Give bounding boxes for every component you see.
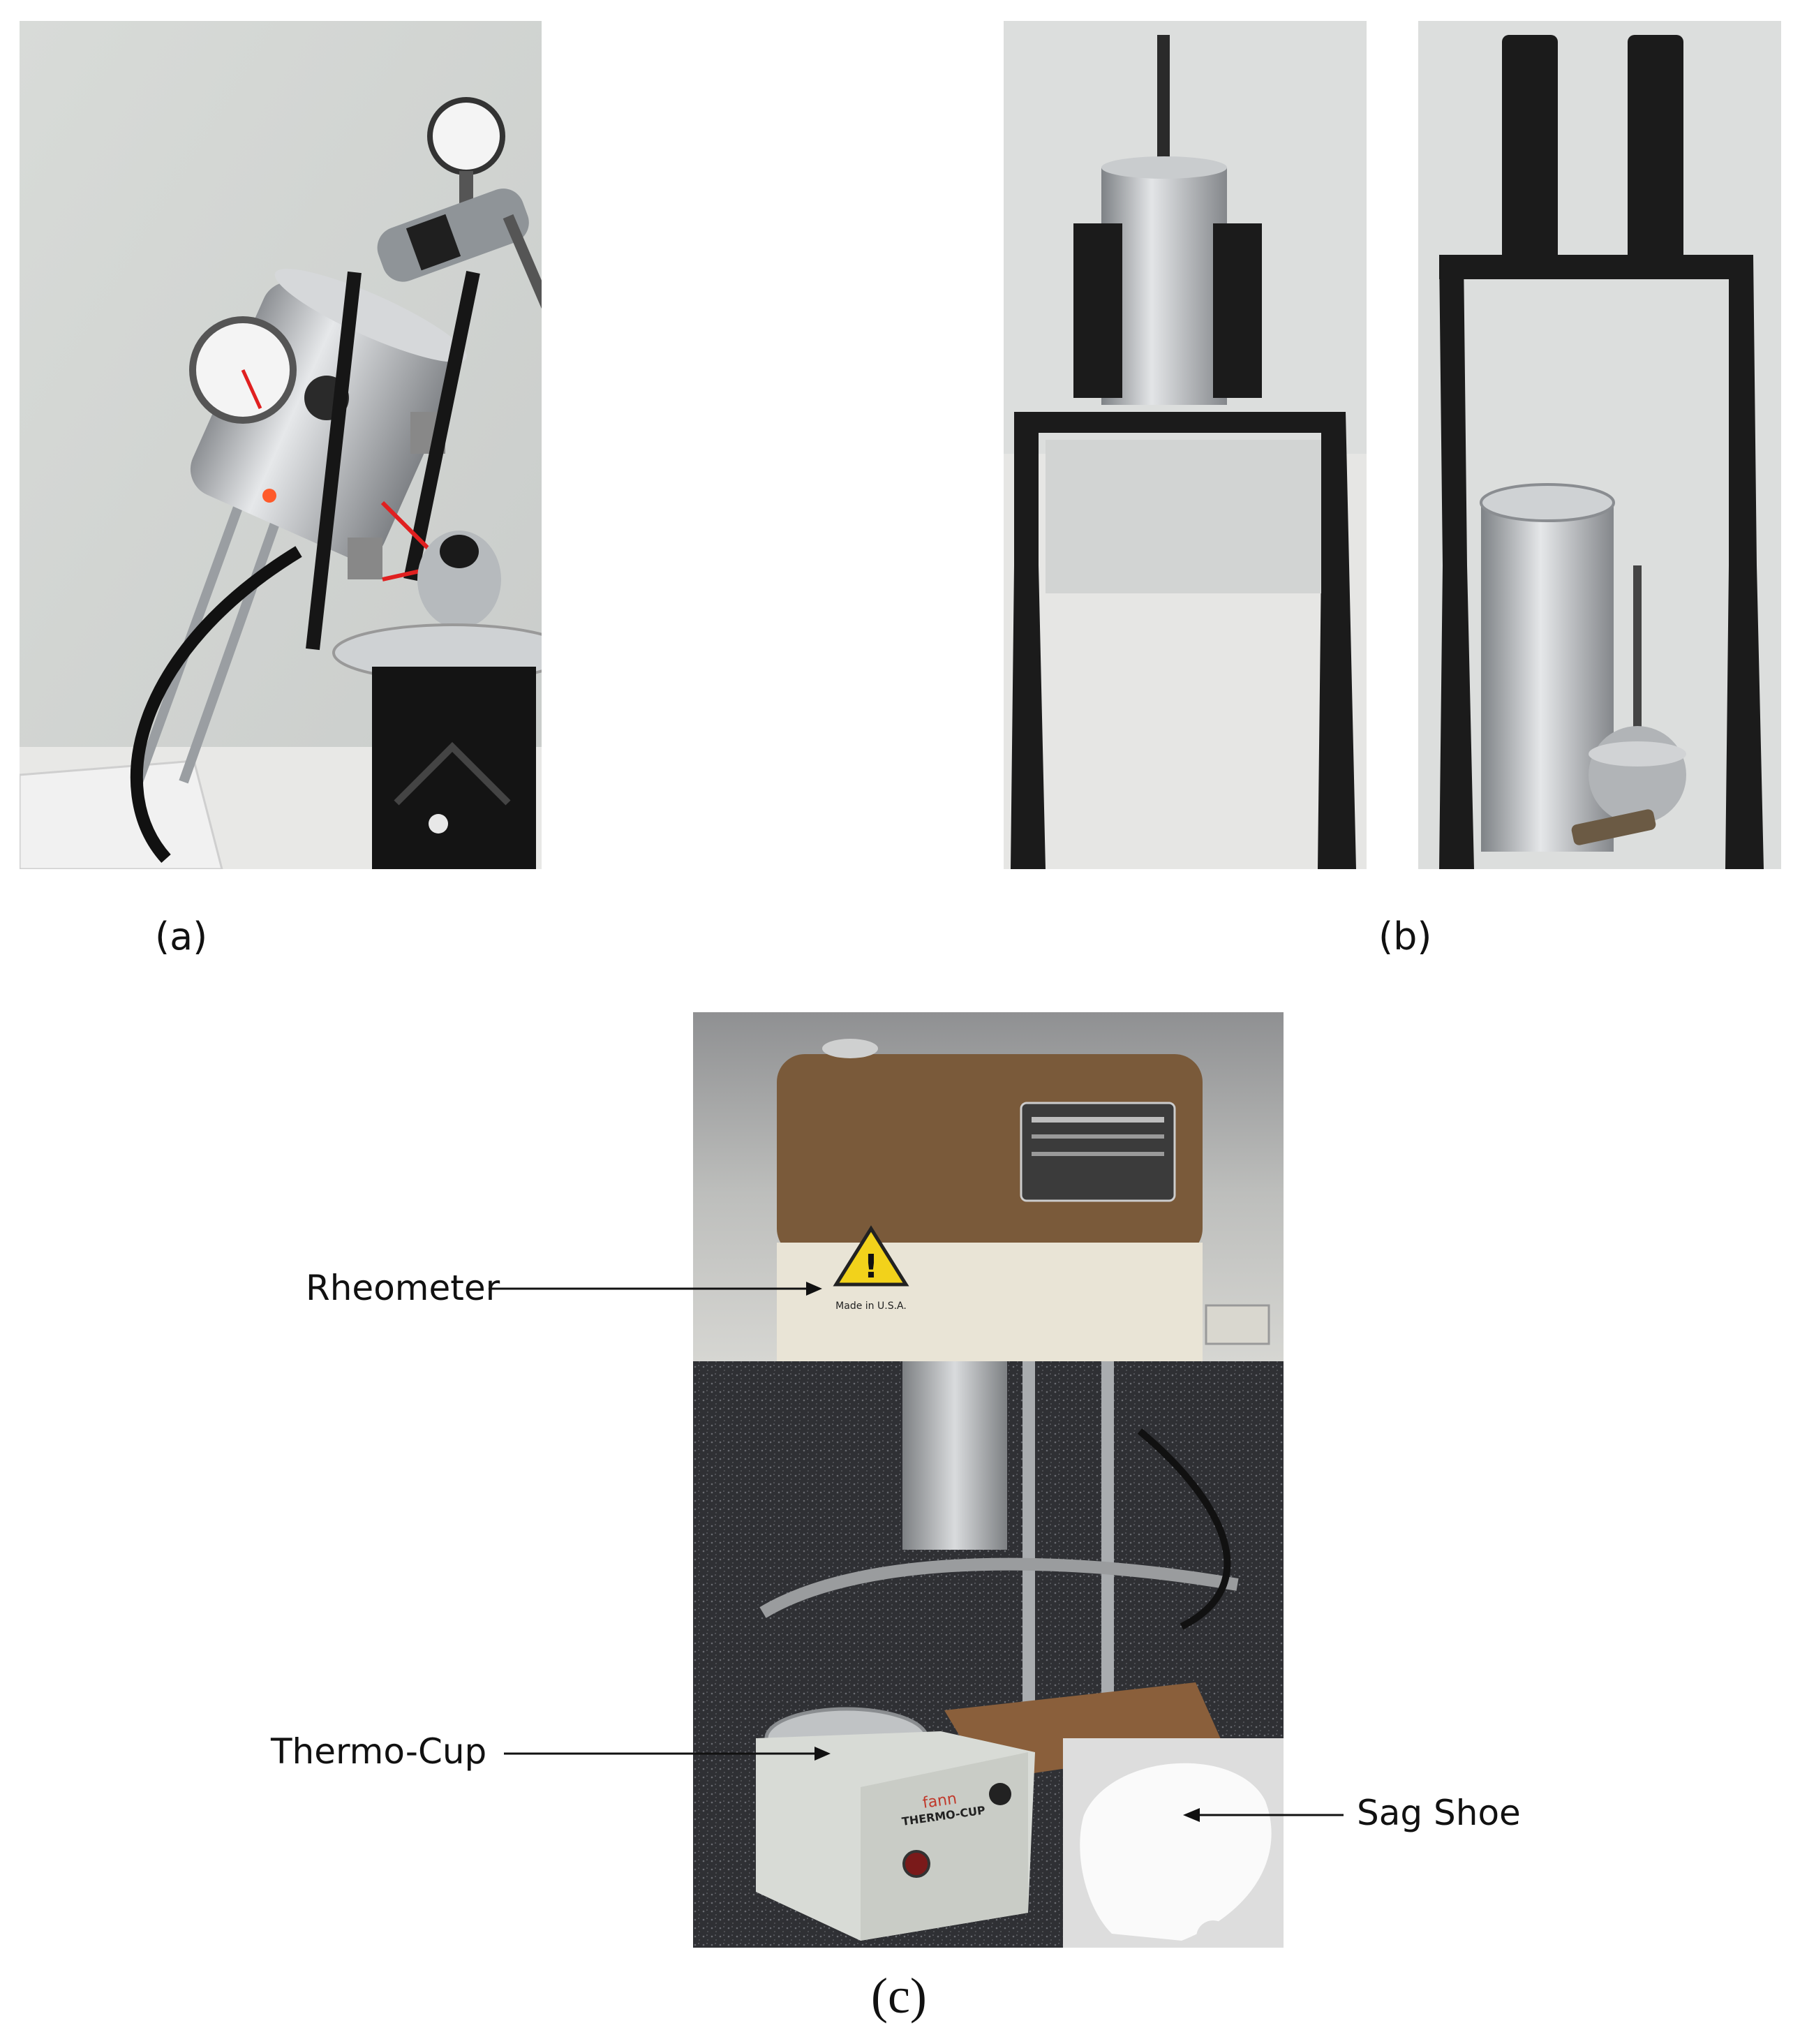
panel-label-c: (c) (871, 1968, 927, 2024)
photo-c-rheometer-setup: ! Made in U.S.A. fann THERMO-CUP (693, 1012, 1284, 1948)
callout-rheometer-label: Rheometer (306, 1268, 500, 1308)
photo-a-aging-cell-setup (20, 21, 542, 869)
panel-label-b: (b) (1378, 914, 1432, 958)
photo-b-left-stand-assembled (1004, 21, 1367, 869)
callout-rheometer-arrow (489, 1282, 822, 1296)
svg-text:!: ! (864, 1247, 879, 1285)
callout-thermo-cup-label: Thermo-Cup (271, 1731, 487, 1772)
made-in-usa-text: Made in U.S.A. (835, 1301, 907, 1312)
callout-sag-shoe-label: Sag Shoe (1357, 1793, 1521, 1833)
photo-a-illustration (20, 21, 542, 869)
panel-label-a: (a) (155, 914, 208, 958)
photo-b-right-illustration (1418, 21, 1781, 869)
photo-b-left-illustration (1004, 21, 1367, 869)
callout-sag-shoe-arrow (1183, 1808, 1344, 1822)
photo-c-illustration: ! Made in U.S.A. fann THERMO-CUP (693, 1012, 1284, 1948)
photo-b-right-stand-disassembled (1418, 21, 1781, 869)
callout-thermo-cup-arrow (504, 1747, 831, 1761)
